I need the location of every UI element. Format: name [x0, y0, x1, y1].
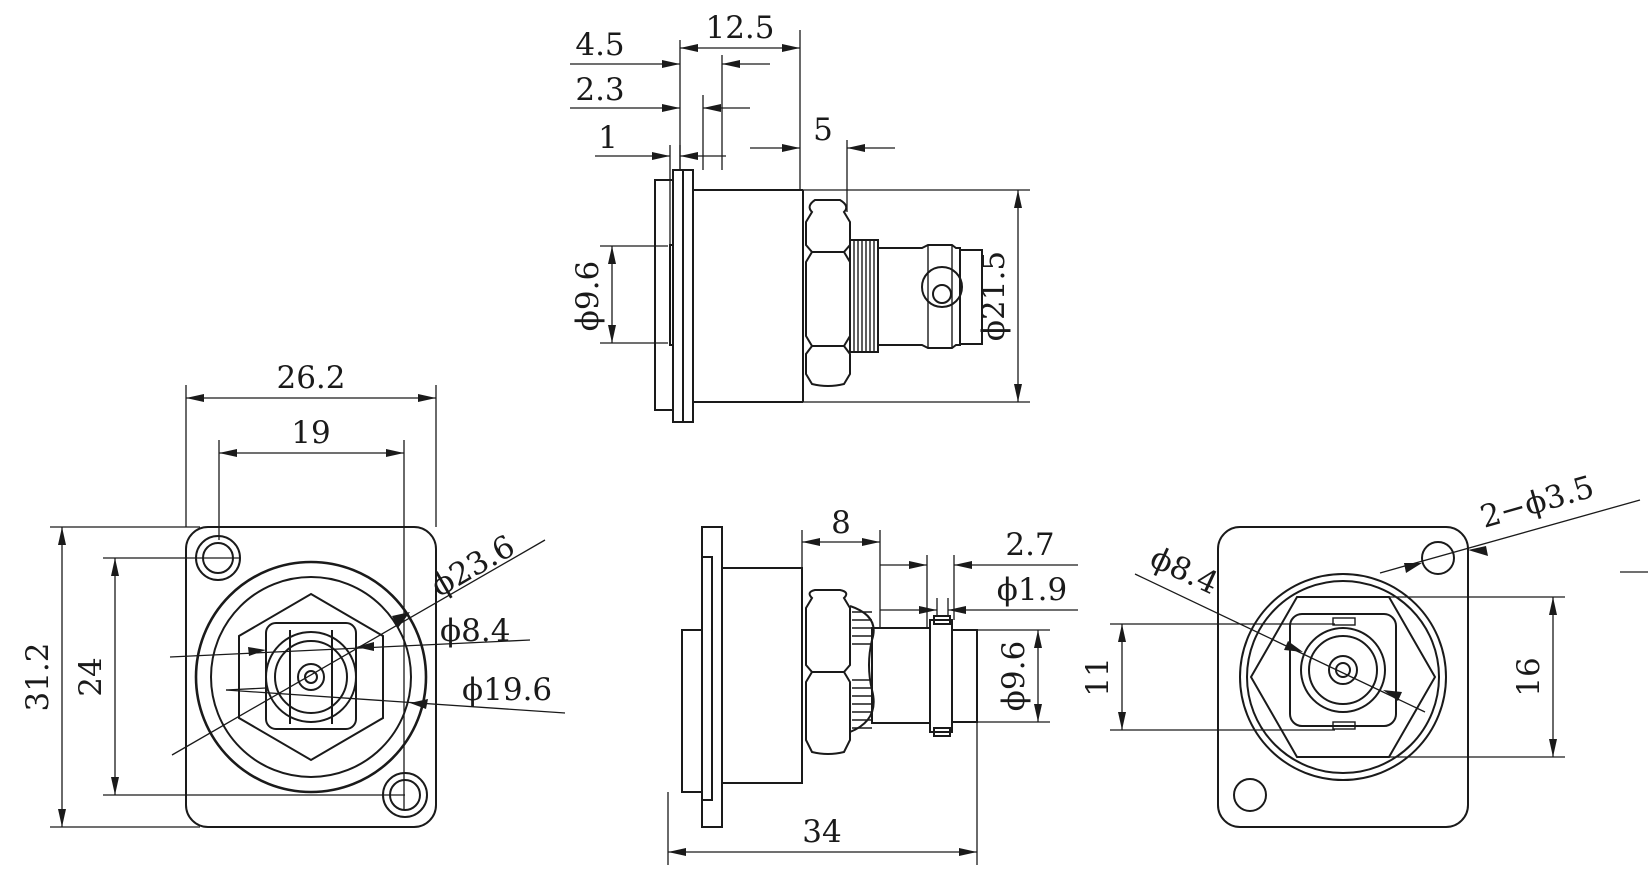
rear-view-right: 2−ϕ3.5 ϕ8.4 11 16 [1080, 469, 1648, 828]
front-view-left: 26.2 19 31.2 24 ϕ [20, 360, 566, 828]
bnc-inner [274, 640, 348, 714]
flange-lip [701, 556, 713, 801]
dim-label: ϕ23.6 [425, 528, 521, 604]
dim-phi-21-5: ϕ21.5 [693, 189, 1030, 403]
dim-2-3: 2.3 [570, 72, 750, 170]
dim-8: 8 [801, 505, 881, 628]
bnc-barrel [871, 627, 931, 724]
dim-2-7: 2.7 [880, 527, 1078, 628]
center-contact [297, 663, 325, 691]
hex-outline [238, 592, 384, 762]
pin-slot-top [1332, 617, 1356, 626]
dim-label: 5 [813, 112, 833, 148]
dim-26-2: 26.2 [185, 360, 437, 527]
center-pin [304, 670, 318, 684]
dim-11: 11 [1080, 623, 1335, 731]
mounting-plate [1217, 526, 1469, 828]
dim-label: 4.5 [575, 27, 624, 63]
dim-phi-9-6-top: ϕ9.6 [570, 245, 668, 344]
front-face [681, 629, 703, 793]
bayonet-slot [921, 266, 964, 308]
hex-nut-top [805, 589, 851, 673]
bayonet-pin [932, 284, 952, 304]
dim-label: 16 [1511, 657, 1547, 696]
dim-2-phi-3-5: 2−ϕ3.5 [1379, 469, 1648, 574]
side-view-bottom: 8 2.7 ϕ1.9 ϕ9.6 [667, 505, 1078, 865]
dim-label: ϕ8.4 [440, 613, 510, 649]
dim-24: 24 [73, 557, 405, 796]
dim-label: 8 [831, 505, 851, 541]
dim-label: 31.2 [20, 642, 56, 711]
dim-label: 24 [73, 657, 109, 696]
dim-34: 34 [667, 722, 978, 865]
bnc-body [265, 631, 357, 723]
bayonet-pin-bottom [933, 727, 951, 737]
dim-12-5: 12.5 [679, 10, 801, 190]
dim-31-2: 31.2 [20, 526, 200, 828]
thread-profile [849, 605, 875, 733]
outer-ring [194, 560, 428, 794]
center-contact [1328, 655, 1358, 685]
bnc-bayonet [929, 619, 953, 733]
inner-ring [1246, 580, 1440, 774]
dim-phi-1-9: ϕ1.9 [880, 572, 1078, 616]
side-view-top: 12.5 4.5 2.3 1 [570, 10, 1030, 423]
dim-label: 19 [291, 415, 330, 451]
dim-phi-19-6: ϕ19.6 [225, 672, 566, 714]
dim-label: ϕ19.6 [462, 672, 552, 708]
dim-label: ϕ9.6 [996, 641, 1032, 711]
mounting-plate [185, 526, 437, 828]
dim-label: 1 [598, 120, 618, 156]
dim-label: 2−ϕ3.5 [1476, 469, 1598, 536]
flange-lip [682, 169, 694, 423]
dim-label: ϕ8.4 [1145, 540, 1224, 602]
dim-label: 12.5 [705, 10, 774, 46]
dim-5: 5 [750, 112, 895, 212]
housing [721, 567, 803, 784]
inner-ring [210, 576, 412, 778]
dim-19: 19 [218, 415, 405, 810]
dim-phi-8-4: ϕ8.4 [169, 613, 531, 658]
hex-nut-bottom [805, 345, 851, 387]
bnc-body [1300, 627, 1386, 713]
dim-label: 2.3 [575, 72, 624, 108]
bnc-square [1289, 613, 1397, 727]
front-face [669, 244, 674, 346]
dim-label: ϕ1.9 [997, 572, 1067, 608]
bayonet-pin-top [933, 615, 951, 625]
dim-label: 34 [802, 814, 841, 850]
mount-hole [1421, 541, 1455, 575]
hex-nut-mid [805, 251, 851, 347]
bnc-inner [1308, 635, 1378, 705]
thread-lines [853, 240, 875, 352]
dim-1: 1 [595, 120, 726, 245]
dim-label: 26.2 [276, 360, 345, 396]
dim-label: ϕ21.5 [976, 251, 1012, 341]
dim-16: 16 [1389, 596, 1565, 758]
mount-hole [1233, 778, 1267, 812]
pin-slot-bottom [1332, 721, 1356, 730]
dim-label: ϕ9.6 [570, 261, 606, 331]
bnc-barrel [877, 244, 961, 349]
outer-ring [1239, 573, 1447, 781]
dim-phi-9-6-bottom: ϕ9.6 [977, 629, 1050, 723]
bnc-tip [951, 629, 978, 723]
hex-nut-top [805, 199, 851, 253]
dim-label: 11 [1080, 657, 1116, 696]
hex-nut-bottom [805, 671, 851, 755]
dim-4-5: 4.5 [570, 27, 770, 170]
dim-label: 2.7 [1005, 527, 1054, 563]
